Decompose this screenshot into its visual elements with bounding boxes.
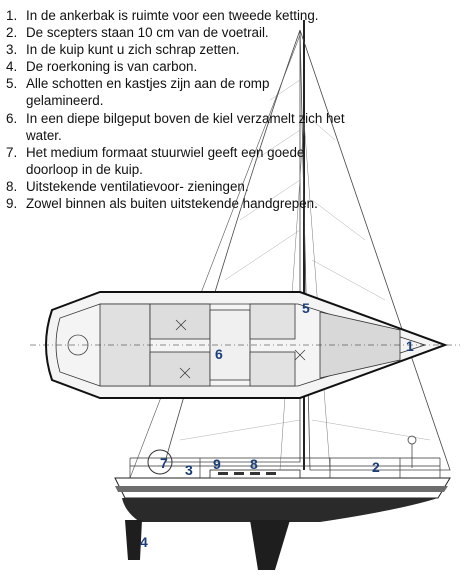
legend-number: 8. [6,178,18,194]
deck-plan [30,291,460,399]
legend-item: 4. De roerkoning is van carbon. [6,58,346,75]
legend-number: 5. [6,76,18,92]
legend-number: 6. [6,110,18,126]
legend-text: Alle schotten en kastjes zijn aan de rom… [26,76,270,109]
callout-2: 2 [372,459,380,475]
side-profile [114,435,451,570]
rudder [125,520,142,560]
callout-4: 4 [140,534,148,550]
legend-item: 9. Zowel binnen als buiten uitstekende ha… [6,195,346,212]
hull-band [115,486,448,492]
callout-5: 5 [302,300,310,316]
legend-item: 2. De scepters staan 10 cm van de voetrai… [6,24,346,41]
legend-number: 9. [6,196,18,212]
legend-item: 1. In de ankerbak is ruimte voor een twee… [6,7,346,24]
legend-number: 2. [6,25,18,41]
jib-sail [299,29,451,471]
legend-item: 5. Alle schotten en kastjes zijn aan de r… [6,75,346,109]
legend-item: 6. In een diepe bilgeput boven de kiel ve… [6,110,346,144]
legend-list: 1. In de ankerbak is ruimte voor een twee… [6,7,346,212]
legend-text: De scepters staan 10 cm van de voetrail. [26,25,269,41]
legend-item: 7. Het medium formaat stuurwiel geeft een… [6,144,346,178]
legend-text: In de ankerbak is ruimte voor een tweede… [26,8,319,23]
legend-number: 7. [6,144,18,160]
legend-number: 1. [6,8,18,23]
steering-wheel [147,449,173,475]
legend-item: 3. In de kuip kunt u zich schrap zetten. [6,41,346,58]
shroud [303,119,331,471]
hull-underwater [122,498,438,522]
callout-3: 3 [185,462,193,478]
legend-text: In een diepe bilgeput boven de kiel verz… [26,110,345,143]
callout-7: 7 [160,455,168,471]
callout-1: 1 [406,338,414,354]
backstay [129,34,301,479]
callout-6: 6 [215,346,223,362]
legend-text: In de kuip kunt u zich schrap zetten. [26,42,240,58]
callout-9: 9 [213,456,221,472]
legend-text: Zowel binnen als buiten uitstekende hand… [26,196,318,212]
legend-text: Het medium formaat stuurwiel geeft een g… [26,144,305,177]
legend-text: Uitstekende ventilatievoor- zieningen. [26,178,249,194]
legend-number: 3. [6,42,18,58]
callout-8: 8 [250,456,258,472]
legend-text: De roerkoning is van carbon. [26,59,198,75]
legend-number: 4. [6,59,18,75]
keel [250,520,290,570]
legend-item: 8. Uitstekende ventilatievoor- zieningen. [6,178,346,195]
sail-panel-lines [179,79,431,441]
